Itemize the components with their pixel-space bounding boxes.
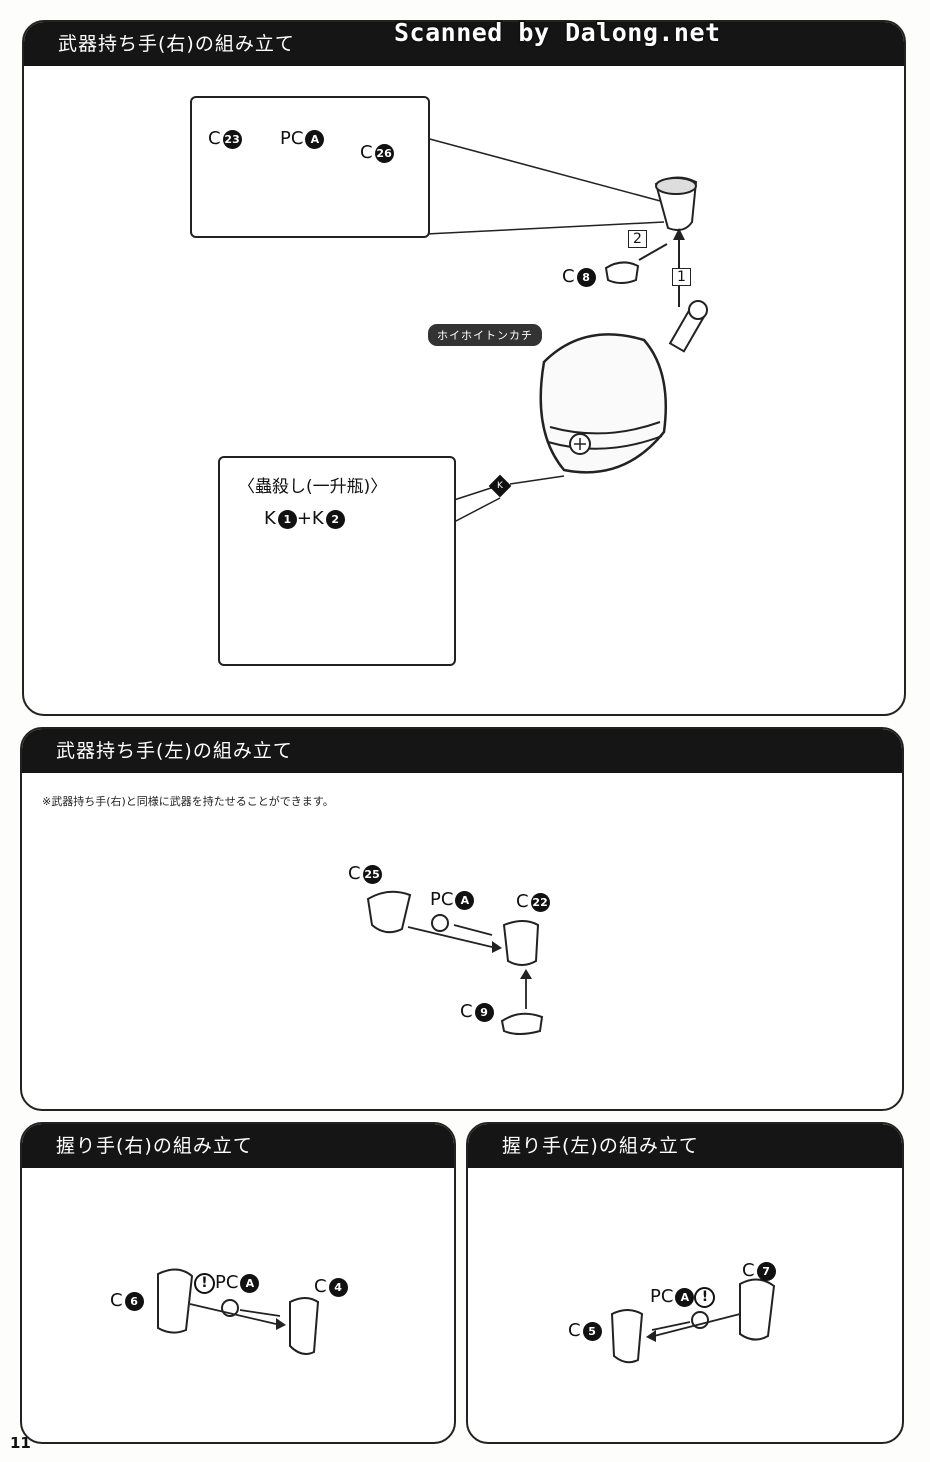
part-number-badge: 8 (576, 267, 596, 287)
section-title: 武器持ち手(右)の組み立て (24, 22, 904, 66)
weapon-hand-right-illustration (238, 137, 708, 634)
section-title: 握り手(右)の組み立て (22, 1124, 454, 1168)
part-number-badge: 9 (474, 1002, 494, 1022)
part-number-badge: 4 (328, 1277, 348, 1297)
part-letter-badge: A (675, 1287, 695, 1307)
grip-hand-left-illustration (610, 1278, 776, 1364)
part-number-badge: 22 (530, 892, 550, 912)
bottle-inset-box (218, 456, 456, 666)
section-weapon-hand-left: 武器持ち手(左)の組み立て ※武器持ち手(右)と同様に武器を持たせることができま… (20, 727, 904, 1111)
part-number-badge: 25 (362, 864, 382, 884)
scan-credit: Scanned by Dalong.net (394, 18, 721, 47)
part-letter-badge: A (305, 129, 325, 149)
hoihoi-hammer-badge: ホイホイトンカチ (428, 324, 542, 346)
section-weapon-hand-right: 武器持ち手(右)の組み立て (22, 20, 906, 716)
part-number-badge: 6 (124, 1291, 144, 1311)
grip-hand-right-illustration (157, 1268, 320, 1355)
part-number-badge: 7 (756, 1261, 776, 1281)
caution-icon: ! (194, 1272, 215, 1294)
part-letter-badge: A (455, 890, 475, 910)
parts-inset-box (190, 96, 430, 238)
section-title: 武器持ち手(左)の組み立て (22, 729, 902, 773)
section-title: 握り手(左)の組み立て (468, 1124, 902, 1168)
step-1-marker: 1 (672, 268, 691, 286)
part-number-badge: 2 (325, 509, 345, 529)
part-letter-badge: A (240, 1273, 260, 1293)
part-number-badge: 1 (277, 509, 297, 529)
part-number-badge: 23 (222, 129, 242, 149)
weapon-hand-left-illustration (366, 890, 544, 1035)
section-note: ※武器持ち手(右)と同様に武器を持たせることができます。 (42, 795, 334, 808)
part-number-badge: 5 (582, 1321, 602, 1341)
step-2-marker: 2 (628, 230, 647, 248)
caution-icon: ! (694, 1286, 716, 1308)
bottle-title: 〈蟲殺し(一升瓶)〉 (238, 477, 388, 497)
page-number: 11 (10, 1434, 31, 1452)
part-number-badge: 26 (374, 143, 394, 163)
